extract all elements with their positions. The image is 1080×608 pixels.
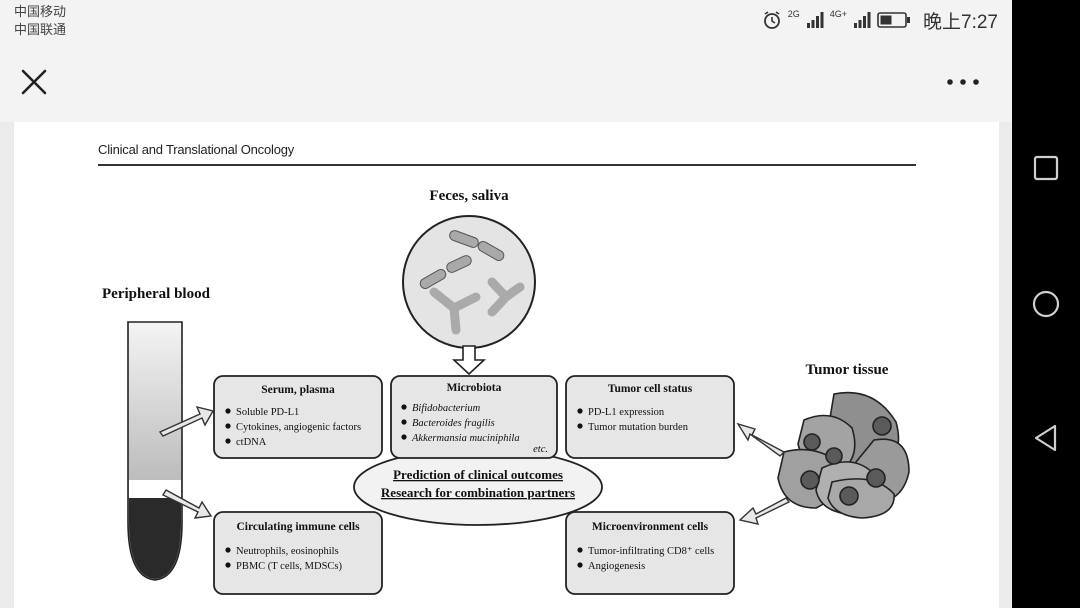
serum-box (213, 375, 383, 459)
battery-icon (877, 12, 911, 28)
microbiota-title: Microbiota (447, 382, 502, 394)
triangle-back-icon (1034, 424, 1057, 452)
close-icon (21, 69, 47, 95)
feces-label: Feces, saliva (429, 188, 509, 204)
serum-item: Cytokines, angiogenic factors (236, 422, 361, 433)
square-icon (1033, 155, 1059, 181)
tumor-label: Tumor tissue (806, 362, 889, 378)
article-content[interactable]: Clinical and Translational Oncology Fece… (0, 122, 1012, 608)
immune-item: PBMC (T cells, MDSCs) (236, 561, 342, 572)
serum-item: Soluble PD-L1 (236, 407, 299, 418)
figure: Feces, saliva Peripheral blood (102, 188, 910, 595)
network-type-1: 2G (787, 9, 800, 19)
carrier-1: 中国移动 (14, 4, 67, 19)
immune-title: Circulating immune cells (236, 521, 360, 533)
blood-label: Peripheral blood (102, 286, 211, 302)
microbiota-item: Bifidobacterium (412, 403, 481, 414)
journal-name: Clinical and Translational Oncology (98, 142, 295, 157)
circle-icon (1032, 290, 1060, 318)
back-button[interactable] (1030, 422, 1062, 454)
blood-tube (127, 321, 183, 581)
header-rule (98, 164, 916, 166)
more-button[interactable] (946, 72, 980, 92)
article-page: Clinical and Translational Oncology Fece… (14, 122, 999, 608)
serum-title: Serum, plasma (261, 384, 335, 396)
bacteria-icon (419, 230, 505, 289)
microbiota-item: Bacteroides fragilis (412, 418, 495, 429)
network-type-2: 4G+ (829, 9, 848, 19)
alarm-icon (763, 11, 780, 29)
arrow-left-icon (738, 497, 791, 525)
microbiota-etc: etc. (533, 444, 548, 455)
microenv-item: Tumor-infiltrating CD8⁺ cells (588, 546, 714, 557)
microbiota-box (390, 375, 558, 459)
status-bar: 中国移动 中国联通 2G 4G+ 晚上7:27 (0, 0, 1012, 44)
tumor-status-item: PD-L1 expression (588, 407, 665, 418)
status-indicators: 2G 4G+ 晚上7:27 (762, 8, 998, 33)
antibody-icon (429, 277, 525, 335)
microenv-title: Microenvironment cells (592, 521, 709, 533)
immune-box (213, 511, 383, 595)
arrow-right-icon (162, 489, 213, 519)
microenv-box (565, 511, 735, 595)
microenv-item: Angiogenesis (588, 561, 645, 572)
arrow-left-icon (736, 422, 786, 457)
arrow-right-icon (158, 405, 215, 437)
center-line-2: Research for combination partners (381, 485, 575, 500)
tumor-status-item: Tumor mutation burden (588, 422, 689, 433)
carrier-2: 中国联通 (14, 22, 67, 37)
tumor-cells (777, 391, 910, 519)
app-bar (0, 44, 1012, 122)
immune-item: Neutrophils, eosinophils (236, 546, 339, 557)
recents-button[interactable] (1030, 152, 1062, 184)
center-line-1: Prediction of clinical outcomes (393, 467, 563, 482)
clock: 晚上7:27 (923, 11, 998, 33)
serum-item: ctDNA (236, 437, 267, 448)
home-button[interactable] (1030, 288, 1062, 320)
more-icon (947, 79, 979, 85)
arrow-down-icon (451, 345, 487, 376)
signal-icon (854, 12, 871, 28)
microbiota-item: Akkermansia muciniphila (411, 433, 520, 444)
tumor-status-box (565, 375, 735, 459)
close-button[interactable] (18, 66, 50, 98)
navigation-bar (1012, 0, 1080, 608)
tumor-status-title: Tumor cell status (608, 383, 693, 395)
signal-icon (806, 12, 824, 28)
